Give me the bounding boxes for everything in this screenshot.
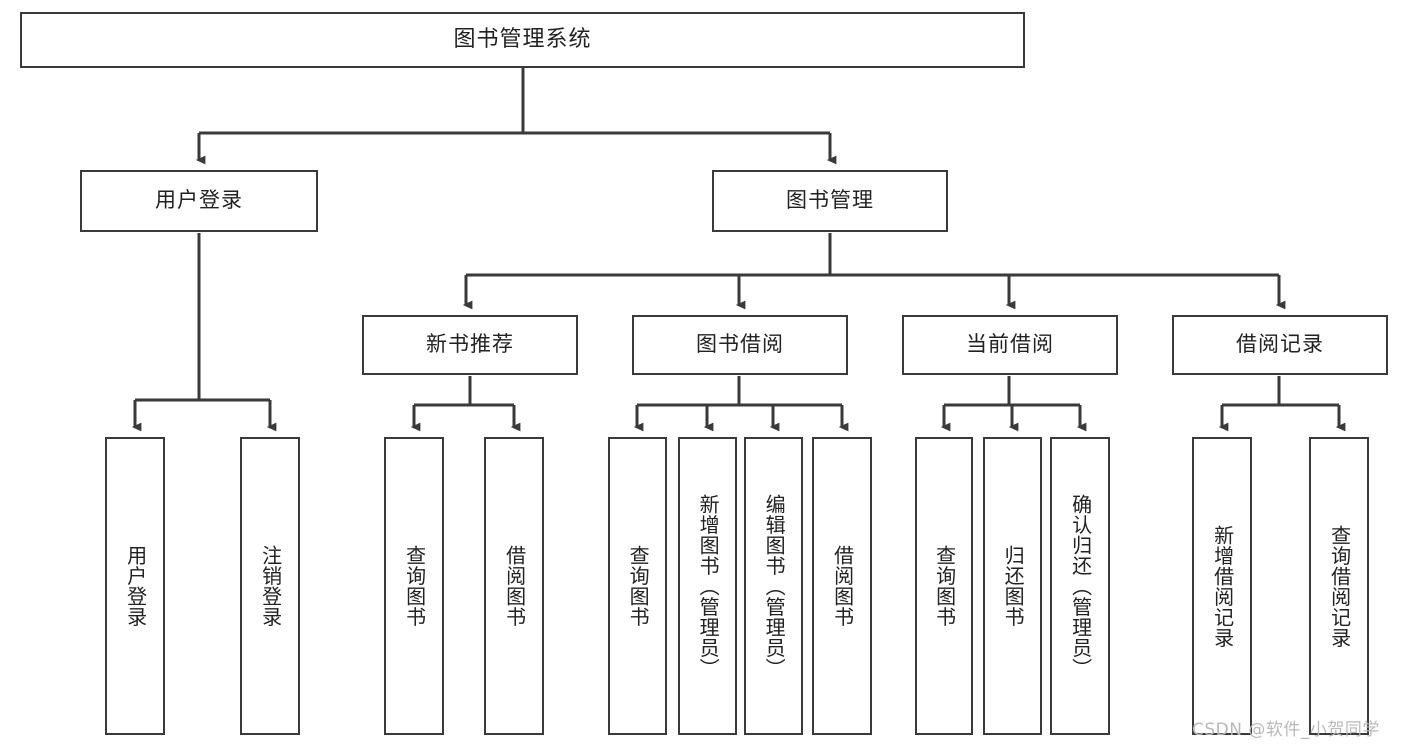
csdn-watermark: CSDN @软件_小贺同学 — [1192, 720, 1380, 740]
node-label: 查询图书 — [402, 545, 427, 627]
node-label: 借阅图书 — [830, 545, 855, 627]
node-label: 借阅记录 — [1236, 332, 1324, 357]
node-label: 新增借阅记录 — [1210, 524, 1235, 648]
node-leaf-query-book-current[interactable]: 查询图书 — [915, 437, 973, 735]
node-root-system[interactable]: 图书管理系统 — [20, 12, 1025, 68]
node-leaf-query-book-borrow[interactable]: 查询图书 — [608, 437, 667, 735]
node-label: 新书推荐 — [426, 332, 514, 357]
node-label: 查询图书 — [626, 545, 651, 627]
node-label: 确认归还（管理员） — [1068, 493, 1093, 679]
node-leaf-add-borrow-record[interactable]: 新增借阅记录 — [1192, 437, 1252, 735]
node-new-book-recommend[interactable]: 新书推荐 — [362, 315, 578, 375]
node-label: 用户登录 — [123, 545, 148, 627]
node-leaf-return-book[interactable]: 归还图书 — [983, 437, 1042, 735]
node-borrow-record[interactable]: 借阅记录 — [1172, 315, 1388, 375]
node-leaf-edit-book-admin[interactable]: 编辑图书（管理员） — [744, 437, 803, 735]
node-label: 编辑图书（管理员） — [762, 493, 787, 679]
node-label: 新增图书（管理员） — [696, 493, 721, 679]
node-label: 图书管理系统 — [453, 26, 592, 52]
node-label: 借阅图书 — [502, 545, 527, 627]
node-leaf-borrow-book[interactable]: 借阅图书 — [812, 437, 872, 735]
node-label: 当前借阅 — [966, 332, 1054, 357]
node-label: 用户登录 — [155, 188, 243, 213]
node-current-borrow[interactable]: 当前借阅 — [902, 315, 1118, 375]
node-leaf-add-book-admin[interactable]: 新增图书（管理员） — [678, 437, 737, 735]
node-leaf-query-book-recommend[interactable]: 查询图书 — [384, 437, 444, 735]
node-label: 图书借阅 — [696, 332, 784, 357]
node-label: 查询图书 — [932, 545, 957, 627]
node-label: 注销登录 — [258, 545, 283, 627]
node-label: 图书管理 — [786, 188, 874, 213]
node-user-login[interactable]: 用户登录 — [80, 170, 318, 232]
node-leaf-query-borrow-record[interactable]: 查询借阅记录 — [1309, 437, 1369, 735]
node-leaf-confirm-return-admin[interactable]: 确认归还（管理员） — [1050, 437, 1110, 735]
node-leaf-logout[interactable]: 注销登录 — [240, 437, 300, 735]
node-label: 查询借阅记录 — [1327, 524, 1352, 648]
node-label: 归还图书 — [1001, 545, 1026, 627]
node-leaf-borrow-book-recommend[interactable]: 借阅图书 — [484, 437, 544, 735]
node-leaf-user-login[interactable]: 用户登录 — [105, 437, 165, 735]
node-book-borrow[interactable]: 图书借阅 — [632, 315, 848, 375]
node-book-management[interactable]: 图书管理 — [712, 170, 948, 232]
